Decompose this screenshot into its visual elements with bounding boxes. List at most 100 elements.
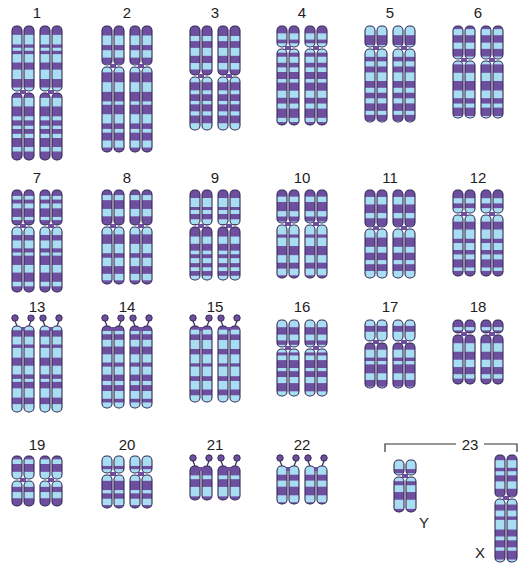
- centromere: [227, 327, 231, 331]
- arm-ground: [190, 466, 200, 500]
- chromosome-number: 7: [31, 169, 43, 186]
- chromosome-band: [277, 63, 287, 68]
- arm-outline: [190, 77, 200, 130]
- centromere: [20, 478, 26, 482]
- chromosome-band: [142, 200, 152, 209]
- arm-outline: [405, 26, 415, 47]
- arm-outline: [102, 67, 112, 152]
- chromosome-band: [218, 56, 228, 63]
- arm-outline: [52, 26, 62, 91]
- chromatid-arm: [142, 456, 152, 473]
- chromatid-arm: [317, 349, 327, 396]
- chromosome-band: [453, 259, 463, 267]
- arm-outline: [190, 26, 200, 75]
- chromosome-band: [12, 51, 22, 54]
- arm-outline: [40, 456, 50, 479]
- chromatid-arm: [190, 466, 200, 500]
- chromosome-band: [277, 83, 287, 91]
- chromosome-band: [481, 35, 491, 42]
- arm-outline: [102, 227, 112, 284]
- arm-ground: [130, 190, 140, 225]
- chromosome-band: [142, 123, 152, 128]
- arm-ground: [481, 215, 491, 276]
- arm-ground: [114, 326, 124, 408]
- arm-ground: [202, 26, 212, 75]
- arm-ground: [12, 326, 22, 412]
- arm-ground: [507, 499, 517, 562]
- chromosome: [365, 320, 387, 388]
- chromosome-band: [230, 41, 240, 48]
- chromosome-band: [507, 505, 517, 511]
- chromosome-band: [102, 363, 112, 367]
- arm-outline: [24, 456, 34, 479]
- arm-ground: [405, 190, 415, 227]
- chromosome-band: [190, 254, 200, 258]
- chromatid-arm: [289, 349, 299, 396]
- arm-ground: [465, 215, 475, 276]
- chromosome-band: [40, 358, 50, 366]
- arm-ground: [52, 481, 62, 506]
- chromosome-band: [453, 203, 463, 208]
- chromosome-band: [277, 98, 287, 104]
- arm-ground: [305, 225, 315, 278]
- chromatid-arm: [102, 227, 112, 284]
- arm-ground: [406, 477, 416, 512]
- centromere: [20, 90, 26, 94]
- chromatid-arm: [202, 227, 212, 280]
- chromosome-band: [114, 347, 124, 355]
- arm-ground: [40, 26, 50, 91]
- arm-ground: [102, 190, 112, 225]
- chromosome-band: [393, 253, 403, 260]
- chromatid-arm: [405, 320, 415, 341]
- chromosome-band: [142, 347, 152, 355]
- chromatid-arm: [40, 190, 50, 225]
- chromosome-band: [142, 363, 152, 367]
- chromosome-band: [202, 376, 212, 381]
- chromosome: [12, 315, 34, 412]
- chromosome-band: [102, 234, 112, 244]
- chromosome-band: [377, 238, 387, 247]
- arm-ground: [465, 26, 475, 59]
- arm-ground: [453, 215, 463, 276]
- chromosome-number: 8: [121, 169, 133, 186]
- arm-outline: [377, 49, 387, 122]
- chromosome-band: [317, 63, 327, 68]
- arm-outline: [40, 481, 50, 506]
- chromatid-arm: [230, 227, 240, 280]
- arm-outline: [393, 49, 403, 122]
- arm-outline: [114, 67, 124, 152]
- chromosome-band: [317, 383, 327, 391]
- chromosome-band: [130, 334, 140, 340]
- chromatid-arm: [12, 190, 22, 225]
- chromatid-arm: [218, 26, 228, 75]
- chromosome-band: [377, 326, 387, 332]
- arm-outline: [102, 475, 112, 508]
- chromosome-band: [24, 106, 34, 116]
- arm-outline: [52, 227, 62, 292]
- chromosome-band: [277, 352, 287, 355]
- chromatid-arm: [305, 225, 315, 278]
- arm-outline: [465, 190, 475, 213]
- chromosome-band: [453, 35, 463, 42]
- chromosome-band: [190, 207, 200, 210]
- chromosome-band: [24, 345, 34, 348]
- chromosome: [453, 320, 475, 384]
- chromosome-band: [102, 45, 112, 50]
- centromere: [138, 472, 144, 476]
- arm-ground: [24, 481, 34, 506]
- chromosome-band: [102, 123, 112, 128]
- chromosome-band: [190, 263, 200, 267]
- chromosome-band: [289, 475, 299, 481]
- chromosome: [40, 456, 62, 506]
- chromosome-band: [12, 208, 22, 217]
- arm-outline: [12, 227, 22, 292]
- chromatid-arm: [305, 49, 315, 125]
- arm-ground: [218, 77, 228, 130]
- group-number: 23: [460, 436, 481, 453]
- chromosome-band: [393, 364, 403, 373]
- chromosome-band: [52, 330, 62, 336]
- satellite-stalk: [280, 461, 282, 466]
- chromosome-band: [406, 469, 416, 473]
- satellite: [102, 315, 108, 321]
- arm-outline: [277, 320, 287, 347]
